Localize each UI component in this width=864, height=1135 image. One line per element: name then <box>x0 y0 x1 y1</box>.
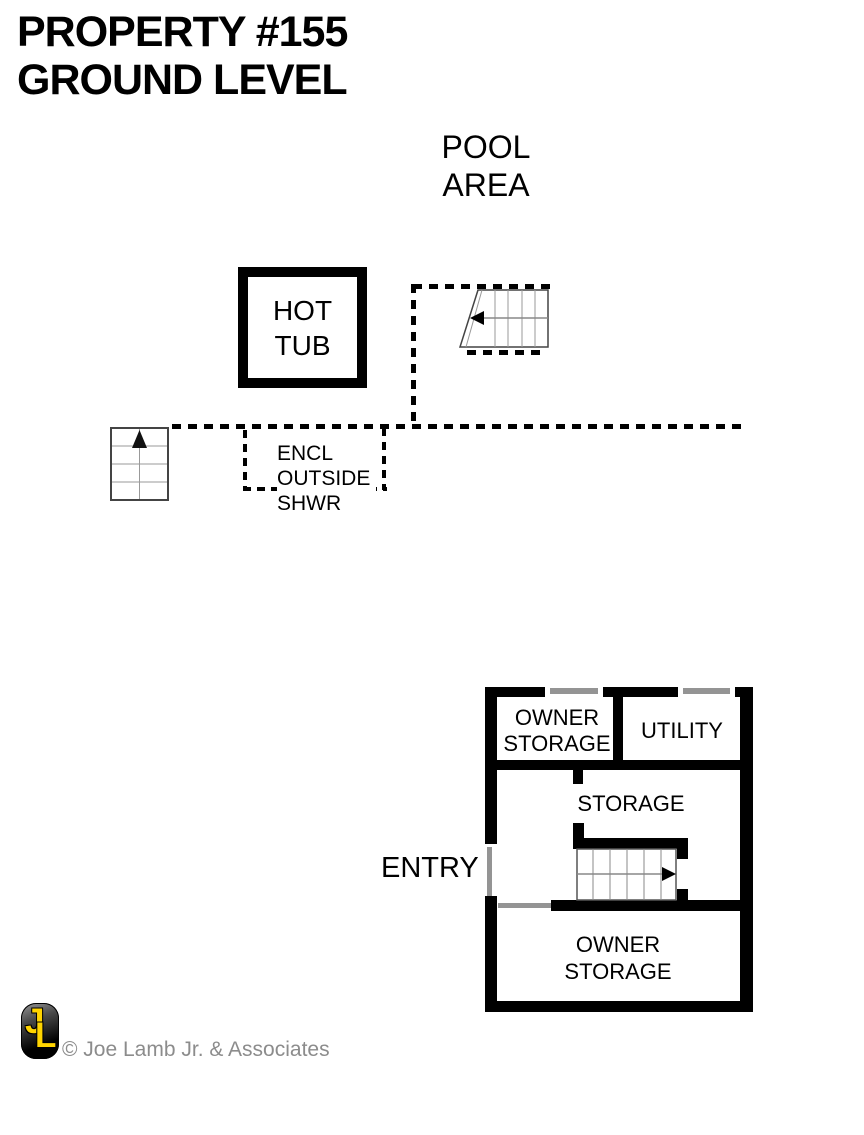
outside-shower-label-line2: OUTSIDE <box>277 466 374 491</box>
stairs-arrow-up-icon <box>110 427 169 501</box>
pool-area-label: POOL AREA <box>416 128 556 204</box>
hot-tub-label-line1: HOT <box>272 294 333 326</box>
wall-stub-storage <box>573 770 583 784</box>
copyright-text: © Joe Lamb Jr. & Associates <box>62 1038 330 1061</box>
logo-letter-j: J <box>25 1002 45 1041</box>
outside-shower-label: ENCL OUTSIDE SHWR <box>277 441 377 516</box>
page-title-line2: GROUND LEVEL <box>17 56 348 104</box>
room-label-utility: UTILITY <box>623 718 741 744</box>
entry-door-side-opening <box>487 847 492 896</box>
room-label-storage-line1: STORAGE <box>577 791 685 816</box>
hot-tub-box: HOT TUB <box>238 267 367 388</box>
stair-wall-right-upper <box>677 849 688 859</box>
pool-area-label-line2: AREA <box>442 167 530 203</box>
hot-tub-label-line2: TUB <box>274 329 331 361</box>
stairs-arrow-right-icon <box>576 848 677 901</box>
room-label-owner-storage-top-line1: OWNER <box>514 705 600 730</box>
room-label-owner-storage-bottom: OWNER STORAGE <box>558 931 678 985</box>
page-title-line1: PROPERTY #155 <box>17 8 348 56</box>
wall-divider-storage-utility <box>613 697 623 760</box>
entry-door-jamb <box>551 900 563 911</box>
outside-shower-label-line1: ENCL <box>277 441 337 466</box>
entry-label: ENTRY <box>381 852 479 884</box>
stair-wall-stub-up <box>573 823 584 849</box>
building-left-wall-lower <box>485 896 497 1012</box>
room-label-owner-storage-top: OWNER STORAGE <box>497 705 617 757</box>
building-top-wall-segment-1 <box>485 687 545 697</box>
wall-below-storage-room <box>563 900 753 911</box>
joe-lamb-logo-badge: J L <box>21 1002 59 1059</box>
building-right-wall <box>740 687 753 1012</box>
room-label-utility-line1: UTILITY <box>641 718 723 743</box>
outside-shower-label-line3: SHWR <box>277 491 345 516</box>
room-label-owner-storage-top-line2: STORAGE <box>503 731 611 756</box>
logo-letter-l: L <box>35 1016 57 1055</box>
room-label-storage: STORAGE <box>570 791 692 817</box>
pool-boundary-dash-under-stairs <box>467 350 547 355</box>
stair-wall-right-lower <box>677 889 688 902</box>
stairs-arrow-left-icon <box>458 289 549 348</box>
pool-boundary-dash-long <box>172 424 742 429</box>
pool-area-label-line1: POOL <box>441 129 531 165</box>
window-opening-top-left <box>550 688 598 694</box>
outside-shower-box-right <box>382 428 386 490</box>
pool-boundary-dash-vertical <box>411 284 416 427</box>
building-top-wall-segment-2 <box>603 687 678 697</box>
building-bottom-wall <box>485 1001 753 1012</box>
room-label-owner-storage-bottom-line1: OWNER <box>575 932 661 957</box>
page-title: PROPERTY #155 GROUND LEVEL <box>17 8 348 104</box>
outside-shower-box-left <box>243 430 247 488</box>
window-opening-top-right <box>683 688 730 694</box>
room-label-owner-storage-bottom-line2: STORAGE <box>564 959 672 984</box>
wall-below-top-rooms <box>485 760 753 770</box>
pool-boundary-dash-top <box>413 284 553 289</box>
stair-wall-top <box>573 838 688 849</box>
entry-door-front-opening <box>498 903 551 908</box>
